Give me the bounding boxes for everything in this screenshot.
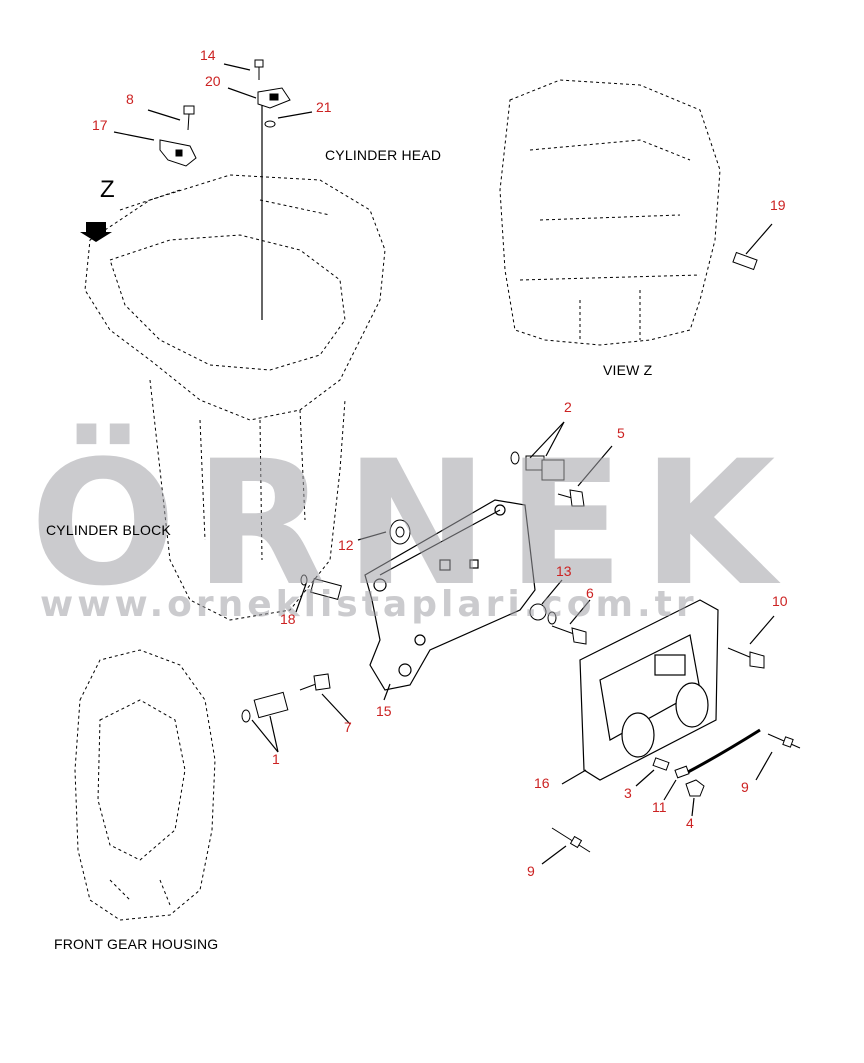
part-2-oring-icon [510,451,520,465]
front-gear-housing-outline [74,649,216,921]
view-z-outline [499,79,721,346]
view-arrow-icon [80,222,112,242]
callout-5: 5 [617,425,625,441]
cylinder-head-outline [84,174,386,621]
part-7-bolt-icon [299,673,331,691]
cylinder-head-label: CYLINDER HEAD [325,147,442,163]
callout-10: 10 [772,593,788,609]
part-6-bolt-icon [551,625,587,645]
callout-3: 3 [624,785,632,801]
watermark-url: www.orneklistaplari.com.tr [40,584,698,625]
front-gear-housing-label: FRONT GEAR HOUSING [54,936,219,952]
part-10-bolt-icon [727,647,765,669]
callout-1: 1 [272,751,280,767]
part-11-fitting-icon [674,765,690,779]
callout-12: 12 [338,537,354,553]
callout-9-lower: 9 [527,863,535,879]
callout-2: 2 [564,399,572,415]
part-1-oring-icon [241,709,251,723]
watermark-text: ÖRNEK [30,423,794,624]
callout-18: 18 [280,611,296,627]
callout-21: 21 [316,99,332,115]
callout-19: 19 [770,197,786,213]
part-12-spacer-icon [389,519,411,545]
view-letter: Z [100,176,115,203]
callout-15: 15 [376,703,392,719]
part-1-sensor-icon [253,691,289,719]
callout-20: 20 [205,73,221,89]
part-20-sensor-icon [257,87,291,109]
part-17-bracket-icon [159,139,197,167]
part-4-nut-icon [685,779,705,797]
ground-strap [687,728,761,774]
callout-17: 17 [92,117,108,133]
view-z-label: VIEW Z [603,362,653,378]
part-2-sensor-icon [525,455,565,481]
part-9-stud-icon-lower [551,827,591,853]
part-18-sensor-icon [310,578,342,600]
part-14-bolt-icon [254,59,264,80]
part-9-stud-icon [767,733,801,749]
part-5-bolt-icon [557,489,585,507]
callout-13: 13 [556,563,572,579]
part-18-oring-icon [300,574,308,586]
callout-4: 4 [686,815,694,831]
part-3-fitting-icon [652,757,670,771]
callout-14: 14 [200,47,216,63]
callout-11: 11 [652,799,667,815]
callout-16: 16 [534,775,550,791]
callout-7: 7 [344,719,352,735]
callout-8: 8 [126,91,134,107]
part-8-bolt-icon [183,105,195,131]
leader-lines [113,63,775,865]
callout-9-upper: 9 [741,779,749,795]
part-16-ecm-icon [579,599,719,781]
part-19-sensor-icon [732,251,758,271]
cylinder-block-label: CYLINDER BLOCK [46,522,171,538]
part-13-spacer-icon [529,603,557,625]
callout-6: 6 [586,585,594,601]
part-21-oring-icon [264,120,276,128]
part-15-bracket-icon [364,499,536,691]
